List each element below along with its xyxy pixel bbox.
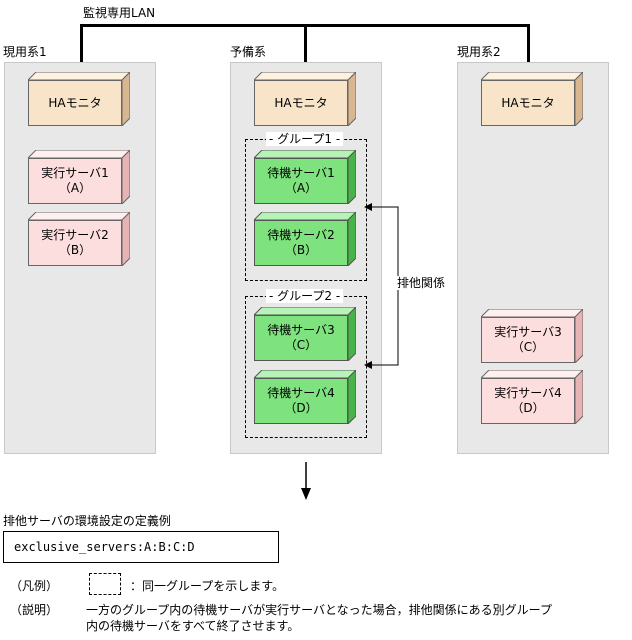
standby-server-3: 待機サーバ3 （C） xyxy=(254,307,356,361)
server-name: 待機サーバ3 xyxy=(267,323,335,337)
server-name: 待機サーバ2 xyxy=(267,228,335,242)
example-heading: 排他サーバの環境設定の定義例 xyxy=(3,514,171,528)
box-3d-shape xyxy=(254,307,356,361)
ha-monitor-standby: HAモニタ xyxy=(254,72,356,126)
server-id: （A） xyxy=(58,181,92,195)
exec-server-4: 実行サーバ4 （D） xyxy=(481,370,583,424)
group-label-1: - グループ1 - xyxy=(266,132,344,146)
arrow-head-top xyxy=(364,203,372,211)
server-name: 実行サーバ4 xyxy=(494,386,562,400)
box-3d-shape xyxy=(254,150,356,204)
legend-text: ：同一グループを示します。 xyxy=(130,579,285,593)
standby-server-1: 待機サーバ1 （A） xyxy=(254,150,356,204)
standby-server-2: 待機サーバ2 （B） xyxy=(254,212,356,266)
network-label: 監視専用LAN xyxy=(83,6,156,20)
box-3d-shape xyxy=(254,370,356,424)
group-label-2: - グループ2 - xyxy=(266,289,344,303)
ha-monitor-active1: HAモニタ xyxy=(28,72,130,126)
server-id: （C） xyxy=(511,340,545,354)
server-name: 実行サーバ2 xyxy=(41,228,109,242)
system-label-active2: 現用系2 xyxy=(457,45,501,59)
standby-server-4: 待機サーバ4 （D） xyxy=(254,370,356,424)
server-id: （B） xyxy=(58,243,92,257)
server-id: （D） xyxy=(284,401,318,415)
down-arrow-icon xyxy=(301,462,311,500)
arrow-head-bottom xyxy=(364,361,372,369)
exec-server-3: 実行サーバ3 （C） xyxy=(481,309,583,363)
explanation-tag: （説明） xyxy=(10,603,59,617)
box-3d-shape xyxy=(28,212,130,266)
lan-drop-3 xyxy=(527,24,530,64)
ha-monitor-active2: HAモニタ xyxy=(481,72,583,126)
legend-dashed-box xyxy=(89,573,121,595)
exec-server-2: 実行サーバ2 （B） xyxy=(28,212,130,266)
server-name: 待機サーバ1 xyxy=(267,166,335,180)
server-name: 実行サーバ1 xyxy=(41,166,109,180)
system-label-active1: 現用系1 xyxy=(3,45,47,59)
box-3d-shape xyxy=(254,212,356,266)
server-name: 待機サーバ4 xyxy=(267,386,335,400)
exec-server-1: 実行サーバ1 （A） xyxy=(28,150,130,204)
lan-drop-2 xyxy=(304,24,307,64)
explanation-line-2: 内の待機サーバをすべて終了させます。 xyxy=(86,619,300,633)
server-id: （B） xyxy=(284,243,318,257)
server-id: （D） xyxy=(511,401,545,415)
server-id: （A） xyxy=(284,181,318,195)
system-label-standby: 予備系 xyxy=(230,45,267,59)
monitor-label: HAモニタ xyxy=(48,95,102,110)
config-example: exclusive_servers:A:B:C:D xyxy=(3,531,279,563)
monitor-label: HAモニタ xyxy=(274,95,328,110)
legend-tag: （凡例） xyxy=(10,579,59,593)
exclusion-label: 排他関係 xyxy=(397,276,446,290)
server-id: （C） xyxy=(284,338,318,352)
lan-drop-1 xyxy=(80,24,83,64)
monitor-label: HAモニタ xyxy=(501,95,555,110)
server-name: 実行サーバ3 xyxy=(494,325,562,339)
explanation-line-1: 一方のグループ内の待機サーバが実行サーバとなった場合，排他関係にある別グループ xyxy=(86,603,552,617)
